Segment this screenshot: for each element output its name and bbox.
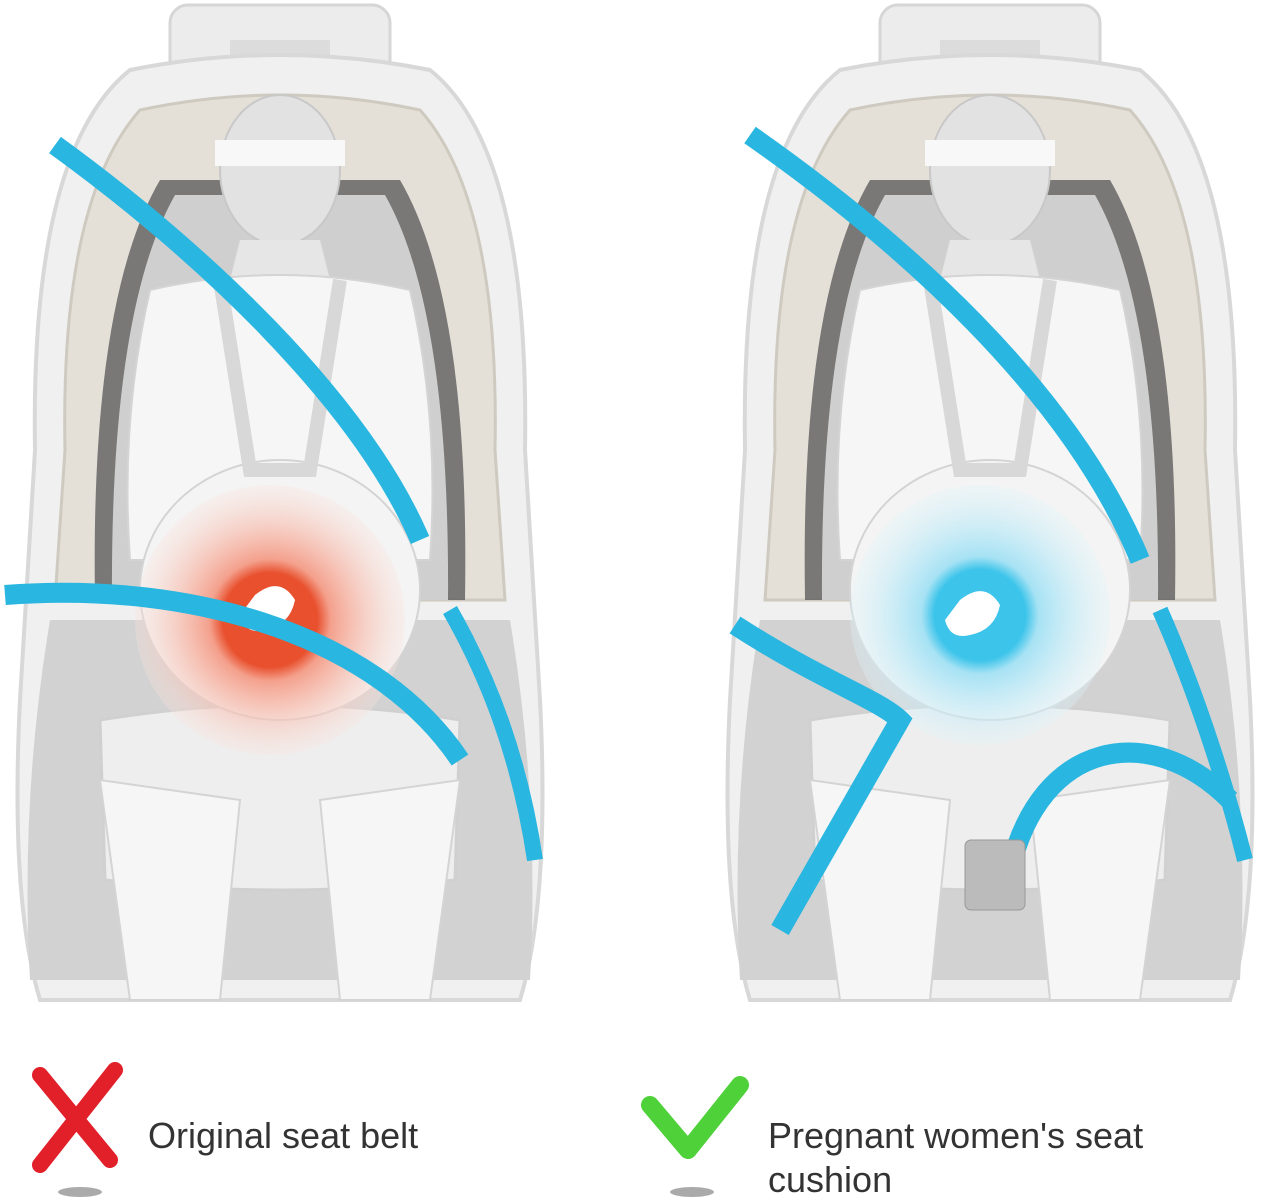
shoulder-belt — [49, 136, 430, 544]
caption-pregnant-cushion: Pregnant women's seat cushion — [768, 1115, 1144, 1200]
seat-cushion — [728, 5, 1253, 1000]
caption-original-seat-belt: Original seat belt — [148, 1115, 419, 1156]
red-x-icon — [32, 1062, 123, 1197]
belt-strap — [1152, 606, 1253, 862]
buckle — [964, 839, 1026, 911]
lap-belt-right — [1000, 742, 1238, 873]
belt-strap — [443, 606, 543, 862]
seat-original — [4, 5, 543, 1000]
lap-belt — [4, 582, 469, 766]
shoulder-belt — [744, 126, 1150, 564]
fetus-icon — [945, 591, 1000, 636]
lap-belt-left — [729, 616, 913, 935]
green-check-icon — [641, 1076, 749, 1197]
